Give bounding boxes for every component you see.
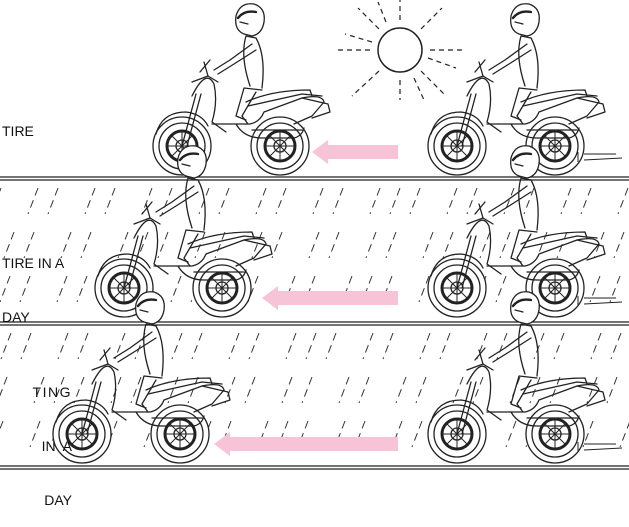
speed-lines <box>578 152 622 452</box>
panel-2-label: TIRE IN A DAY <box>2 218 86 344</box>
rain-streak <box>48 188 58 214</box>
arrow-left-icon <box>214 432 398 456</box>
rain-streak <box>339 377 349 403</box>
rain-streak <box>423 232 433 258</box>
rain-streak <box>591 333 601 359</box>
rain-streak <box>142 188 152 214</box>
rain-streak <box>581 188 591 214</box>
motorcycle-icon <box>95 146 272 317</box>
rain-streak <box>440 333 450 359</box>
rain-streak <box>420 333 430 359</box>
rain-streak <box>447 188 457 214</box>
rain-streak <box>467 188 477 214</box>
rain-streak <box>74 377 84 403</box>
rain-streak <box>245 377 255 403</box>
rain-streak <box>366 232 376 258</box>
label-line: TING <box>0 383 72 401</box>
rain-streak <box>614 232 624 258</box>
label-line: DAY <box>0 491 72 509</box>
panel-1-label: TIRE <box>2 86 74 158</box>
braking-distance-diagram <box>0 0 629 472</box>
label-line: DAY <box>2 308 86 326</box>
rain-streak <box>333 188 343 214</box>
rain-streak <box>158 232 168 258</box>
motorcycle-icon <box>153 4 330 175</box>
arrow-left-icon <box>262 286 398 310</box>
rain-streak <box>219 188 229 214</box>
rain-streak <box>480 232 490 258</box>
rain-streak <box>506 421 516 447</box>
rain-streak <box>524 188 534 214</box>
rain-streak <box>496 276 506 302</box>
rain-streak <box>554 333 564 359</box>
rain-streak <box>370 188 380 214</box>
rain-streak <box>326 333 336 359</box>
rain-streak <box>171 276 181 302</box>
rain-streak <box>286 333 296 359</box>
rain-streak <box>229 333 239 359</box>
rain-streak <box>282 377 292 403</box>
rain-streak <box>192 333 202 359</box>
rain-streak <box>386 232 396 258</box>
panel-3-label: TING IN A DAY <box>0 347 72 527</box>
rain-streak <box>256 188 266 214</box>
rain-streak <box>497 333 507 359</box>
rain-streak <box>412 421 422 447</box>
rain-streak <box>28 188 38 214</box>
rain-streak <box>276 188 286 214</box>
rain-streak <box>607 377 617 403</box>
label-line: IN A <box>0 437 72 455</box>
label-line: TIRE <box>2 122 74 140</box>
rain-streak <box>249 333 259 359</box>
label-line: TIRE IN A <box>2 254 86 272</box>
rain-streak <box>272 232 282 258</box>
rain-streak <box>329 232 339 258</box>
rain-streak <box>390 188 400 214</box>
rain-streak <box>410 188 420 214</box>
rain-streak <box>359 377 369 403</box>
rain-streak <box>172 333 182 359</box>
rain-streak <box>309 232 319 258</box>
rain-streak <box>611 333 621 359</box>
rain-streak <box>416 377 426 403</box>
rain-streak <box>0 188 1 214</box>
rain-streak <box>313 188 323 214</box>
rain-streak <box>85 188 95 214</box>
rain-streak <box>500 232 510 258</box>
rain-streak <box>363 333 373 359</box>
sun-icon <box>338 0 462 100</box>
rain-streak <box>115 333 125 359</box>
arrow-left-icon <box>312 140 398 164</box>
rain-streak <box>443 232 453 258</box>
rain-streak <box>618 188 628 214</box>
rain-streak <box>105 188 115 214</box>
rain-streak <box>302 377 312 403</box>
rain-streak <box>561 188 571 214</box>
rain-streak <box>306 333 316 359</box>
rain-streak <box>215 232 225 258</box>
rain-streak <box>383 333 393 359</box>
rain-streak <box>396 377 406 403</box>
rain-streak <box>620 421 629 447</box>
rain-streak <box>453 377 463 403</box>
